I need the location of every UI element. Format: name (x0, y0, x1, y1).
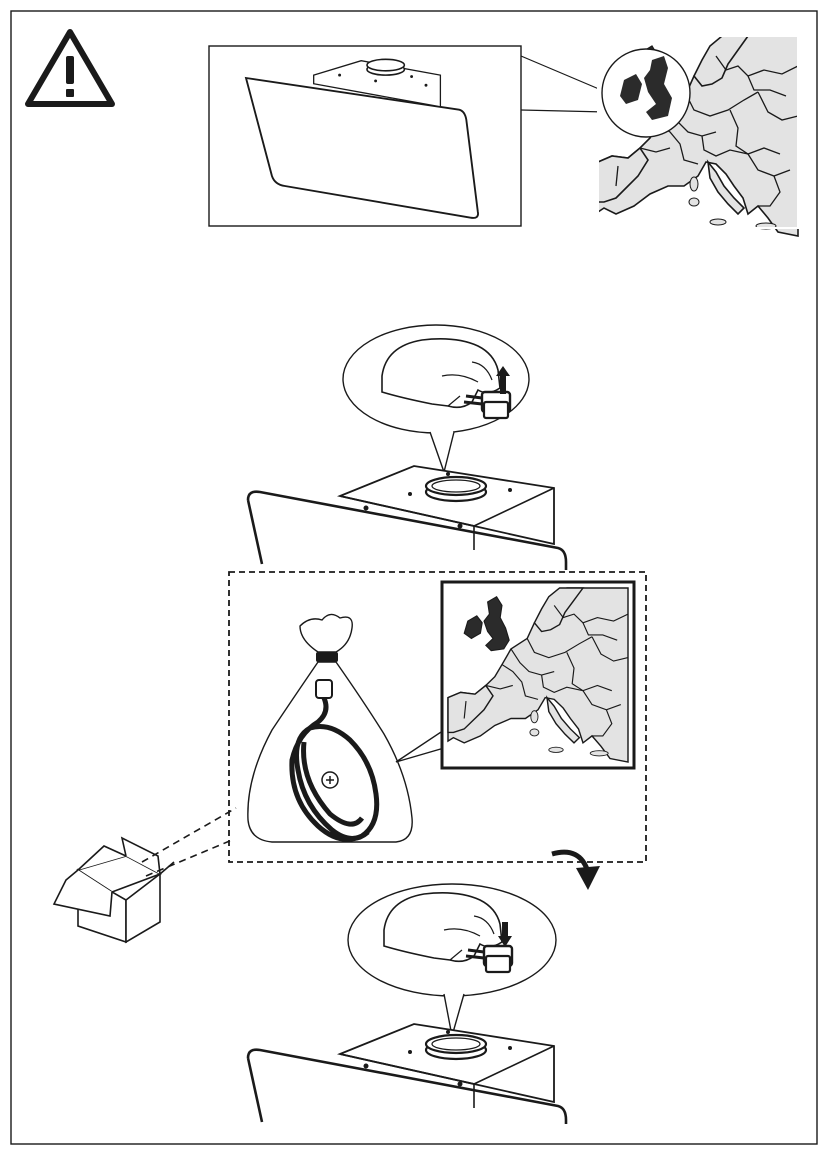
insert-connector-callout (347, 883, 557, 1037)
europe-map-top (597, 35, 799, 237)
warning-triangle-icon (25, 29, 115, 107)
uk-ireland-map-icon (601, 48, 691, 138)
plastic-bag-icon (247, 613, 413, 843)
hood-unit-top (246, 465, 568, 570)
hood-overview-panel (208, 45, 607, 227)
hood-unit-bottom (246, 1023, 568, 1124)
uk-plug-cable-icon (289, 679, 380, 842)
remove-connector-callout (342, 324, 530, 475)
hood-illustration (244, 58, 479, 219)
cable-kit-panel (228, 571, 647, 863)
box-to-kit-leader (141, 807, 237, 877)
arrow-down-icon (498, 922, 512, 947)
curved-arrow-icon (551, 849, 600, 890)
arrow-up-icon (496, 366, 510, 394)
europe-map-inset (440, 580, 636, 770)
cardboard-box-icon (52, 836, 175, 944)
